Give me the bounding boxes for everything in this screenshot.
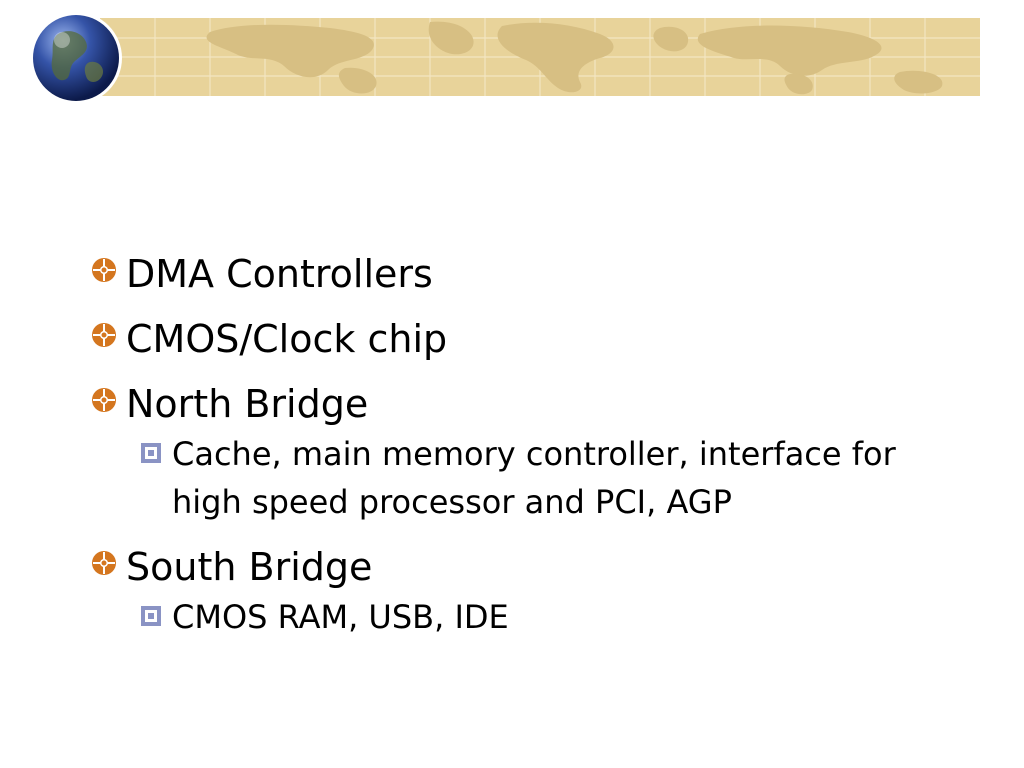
sub-bullet-text: Cache, main memory controller, interface… — [172, 435, 896, 521]
square-bullet-icon — [141, 443, 161, 463]
sub-bullet-item: CMOS RAM, USB, IDE — [126, 593, 912, 641]
sub-bullet-list: Cache, main memory controller, interface… — [126, 430, 970, 526]
compass-bullet-icon — [92, 323, 116, 347]
compass-bullet-icon — [92, 388, 116, 412]
square-bullet-icon — [141, 606, 161, 626]
bullet-item: CMOS/Clock chip — [90, 315, 970, 363]
sub-bullet-text: CMOS RAM, USB, IDE — [172, 598, 509, 636]
bullet-item: DMA Controllers — [90, 250, 970, 298]
bullet-text: DMA Controllers — [126, 252, 433, 296]
bullet-item: South Bridge CMOS RAM, USB, IDE — [90, 543, 970, 641]
globe-icon — [30, 12, 122, 104]
bullet-text: South Bridge — [126, 545, 373, 589]
compass-bullet-icon — [92, 551, 116, 575]
bullet-text: North Bridge — [126, 382, 369, 426]
bullet-text: CMOS/Clock chip — [126, 317, 448, 361]
bullet-item: North Bridge Cache, main memory controll… — [90, 380, 970, 526]
compass-bullet-icon — [92, 258, 116, 282]
sub-bullet-list: CMOS RAM, USB, IDE — [126, 593, 970, 641]
bullet-list: DMA Controllers CMOS/Clock chip North Br… — [90, 250, 970, 658]
world-map-banner-icon — [100, 18, 980, 96]
sub-bullet-item: Cache, main memory controller, interface… — [126, 430, 912, 526]
